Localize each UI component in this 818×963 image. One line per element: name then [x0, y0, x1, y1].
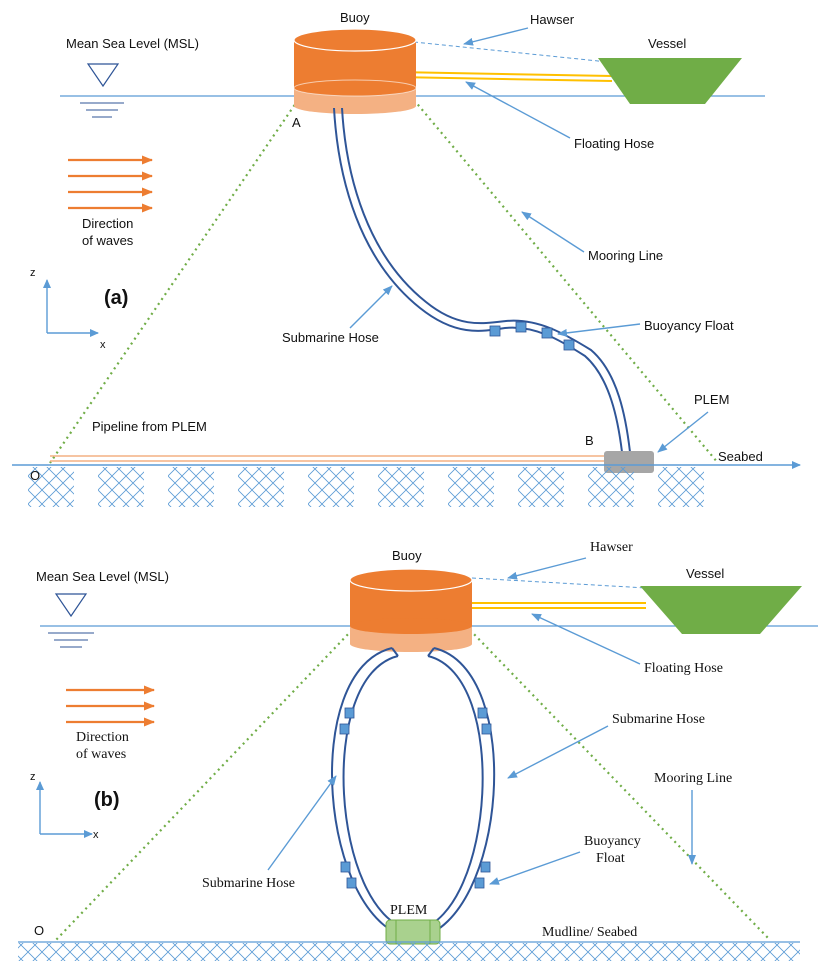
panel-tag-a: (a): [104, 287, 128, 309]
seabed-label-a: Seabed: [718, 449, 763, 464]
mooring-line-label-a: Mooring Line: [588, 248, 663, 263]
msl-label-b: Mean Sea Level (MSL): [36, 569, 169, 584]
buoy-label-a: Buoy: [340, 10, 370, 25]
direction-label-b-line2: of waves: [76, 747, 126, 762]
msl-symbol-a: [80, 63, 124, 118]
wave-arrows-a: [68, 155, 153, 213]
panel-a: Mean Sea Level (MSL) Direction of waves …: [12, 10, 801, 507]
floating-hose-pointer-b: [531, 613, 641, 665]
plem-label-b: PLEM: [390, 903, 428, 918]
plem-label-a: PLEM: [694, 392, 729, 407]
floating-hose-pointer-a: [465, 81, 571, 139]
axis-x-a: x: [100, 339, 106, 351]
floating-hose-b: [470, 602, 646, 609]
direction-label-a-line1: Direction: [82, 216, 133, 231]
pipeline-a: [50, 455, 606, 462]
hawser-a: [413, 41, 609, 63]
hawser-pointer-b: [507, 557, 587, 580]
plem-b: [385, 919, 441, 945]
mooring-line-b-left: [55, 629, 353, 941]
direction-label-a-line2: of waves: [82, 233, 134, 248]
hawser-pointer-a: [463, 27, 529, 46]
buoyancy-float-label-a: Buoyancy Float: [644, 318, 734, 333]
vessel-a: [598, 58, 742, 104]
vessel-b: [640, 586, 802, 634]
msl-label-a: Mean Sea Level (MSL): [66, 36, 199, 51]
seabed-hatch-b: [18, 943, 800, 961]
axes-b: [36, 781, 93, 838]
pipeline-label-a: Pipeline from PLEM: [92, 419, 207, 434]
submarine-hose-pointer-a: [349, 285, 393, 329]
floating-hose-label-a: Floating Hose: [574, 136, 654, 151]
axis-x-b: x: [93, 829, 99, 841]
floating-hose-a: [395, 71, 613, 82]
panel-b: Mean Sea Level (MSL) Direction of waves …: [18, 540, 818, 961]
mooring-line-a-right: [413, 99, 719, 464]
submarine-hose-b: [331, 647, 496, 939]
submarine-hose-label-a: Submarine Hose: [282, 330, 379, 345]
origin-label-b: O: [34, 923, 44, 938]
buoyancy-float-label-b-line2: Float: [596, 851, 625, 866]
buoyancy-floats-a: [489, 321, 575, 351]
buoyancy-float-pointer-b: [489, 851, 581, 885]
point-b-label: B: [585, 433, 594, 448]
axes-a: [43, 279, 99, 337]
msl-symbol-b: [48, 593, 94, 648]
mooring-line-a-left: [49, 99, 299, 464]
hawser-label-b: Hawser: [590, 540, 633, 555]
point-a-label: A: [292, 115, 301, 130]
buoy-b: [349, 568, 473, 652]
submarine-hose-a: [333, 107, 631, 453]
vessel-label-a: Vessel: [648, 36, 686, 51]
buoyancy-float-label-b-line1: Buoyancy: [584, 834, 641, 849]
floating-hose-label-b: Floating Hose: [644, 661, 723, 676]
hawser-b: [471, 577, 665, 590]
axis-z-a: z: [30, 267, 36, 279]
buoy-label-b: Buoy: [392, 548, 422, 563]
submarine-hose-label-b-right: Submarine Hose: [612, 712, 705, 727]
buoyancy-float-pointer-a: [557, 323, 641, 337]
hawser-label-a: Hawser: [530, 12, 575, 27]
origin-label-a: O: [30, 468, 40, 483]
seabed-hatch-a: [28, 467, 704, 507]
mooring-line-label-b: Mooring Line: [654, 771, 732, 786]
direction-label-b-line1: Direction: [76, 730, 129, 745]
mooring-line-pointer-a: [521, 211, 585, 253]
panel-tag-b: (b): [94, 789, 120, 811]
wave-arrows-b: [66, 685, 155, 727]
axis-z-b: z: [30, 771, 36, 783]
buoyancy-floats-b: [339, 707, 492, 889]
buoy-a: [293, 28, 417, 114]
mudline-label-b: Mudline/ Seabed: [542, 925, 637, 940]
plem-pointer-a: [657, 411, 709, 453]
vessel-label-b: Vessel: [686, 566, 724, 581]
submarine-hose-label-b-left: Submarine Hose: [202, 876, 295, 891]
submarine-hose-pointer-b-right: [507, 725, 609, 779]
submarine-hose-pointer-b-left: [267, 775, 337, 871]
